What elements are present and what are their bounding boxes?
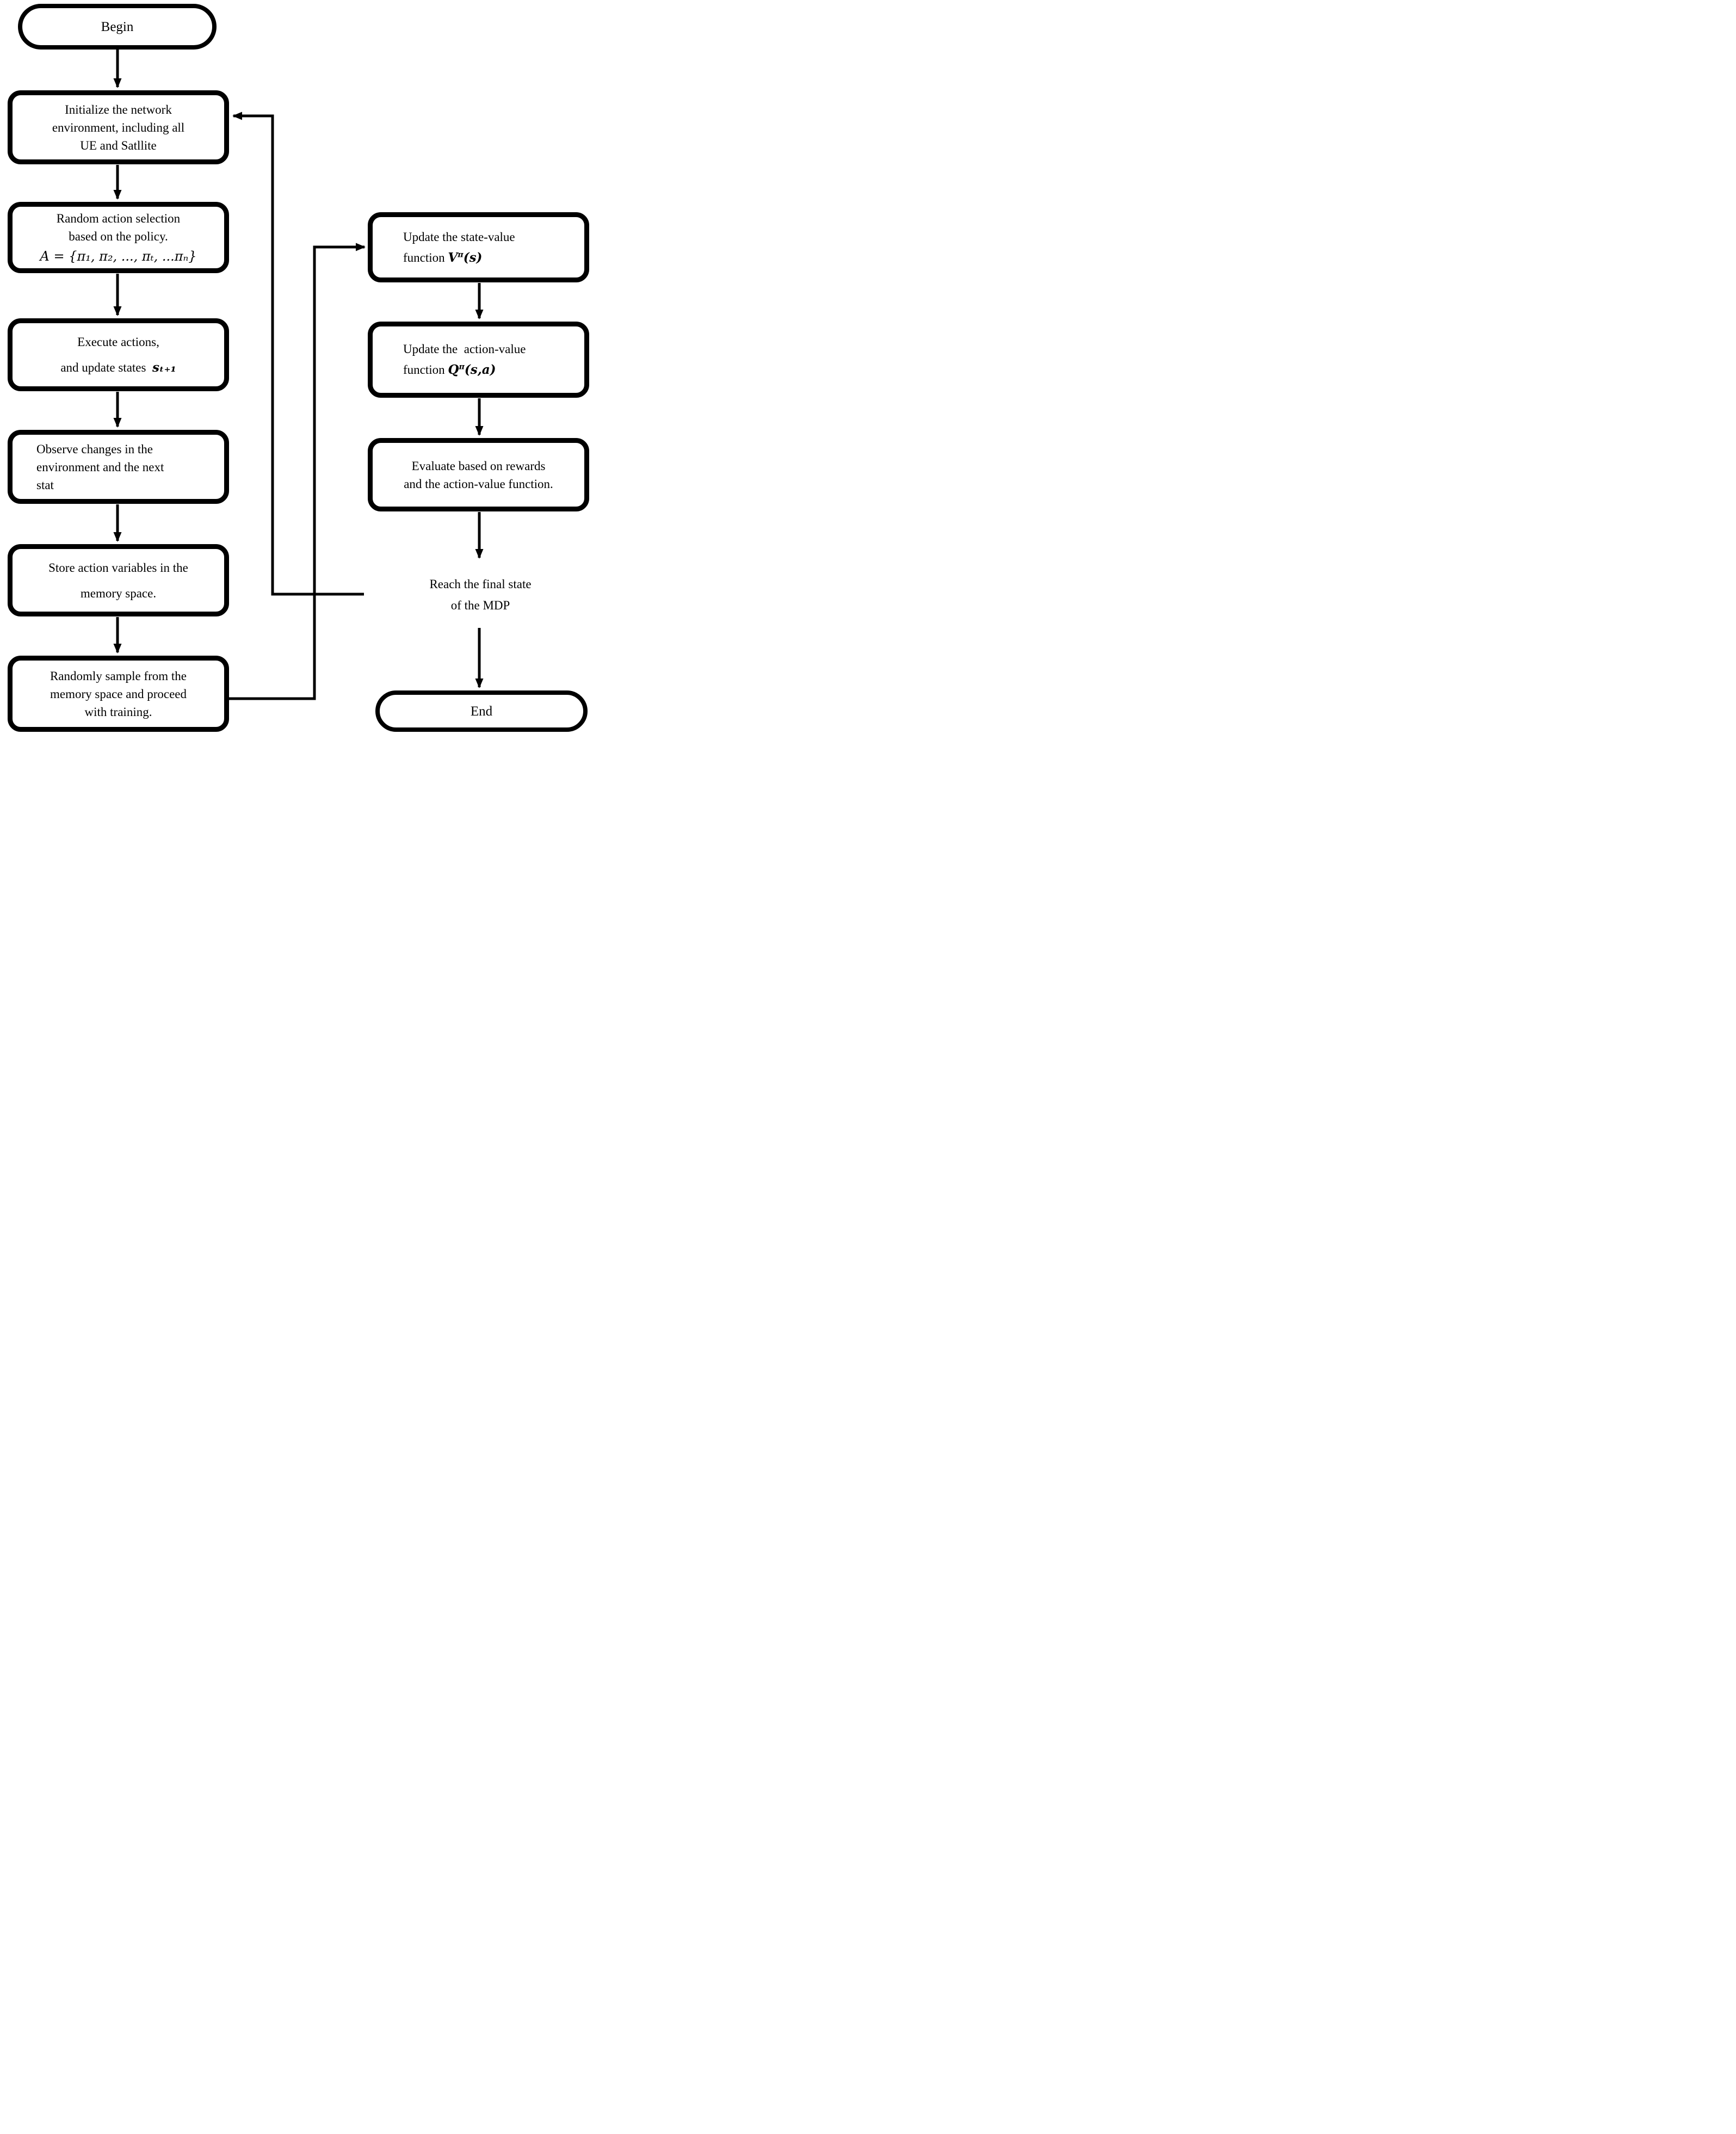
initialize-node: Initialize the network environment, incl…	[8, 90, 229, 164]
q-function-sup: π	[459, 362, 465, 372]
end-label: End	[470, 704, 493, 719]
update-action-value-node: Update the action-value function Qπ(s,a)	[368, 322, 589, 398]
store-line: Store action variables in the	[48, 560, 188, 575]
execute-node: Execute actions, and update states sₜ₊₁	[8, 318, 229, 391]
connector-layer	[113, 50, 597, 700]
v-function-args: (s)	[463, 250, 483, 265]
observe-line: Observe changes in the	[36, 442, 153, 456]
sample-line: Randomly sample from the	[50, 669, 187, 683]
random-action-node: Random action selection based on the pol…	[8, 202, 229, 273]
begin-label: Begin	[101, 19, 134, 34]
initialize-line: environment, including all	[52, 120, 185, 134]
update-v-line: function Vπ(s)	[403, 248, 482, 268]
v-function-base: V	[448, 250, 458, 265]
connector-sample-to-updatev	[229, 243, 366, 700]
random-action-line: based on the policy.	[69, 230, 168, 243]
end-node: End	[375, 690, 588, 732]
evaluate-line: Evaluate based on rewards	[411, 459, 546, 473]
evaluate-node: Evaluate based on rewards and the action…	[368, 438, 589, 511]
decision-line: of the MDP	[450, 599, 510, 612]
update-q-line: function Qπ(s,a)	[403, 360, 496, 380]
initialize-line: UE and Satllite	[80, 138, 157, 152]
execute-line-text: and update states	[60, 361, 152, 374]
sample-line: with training.	[84, 705, 152, 719]
v-function-sup: π	[458, 250, 464, 259]
policy-formula: A = {π₁, π₂, ..., πₜ, ...πₙ}	[40, 249, 197, 264]
decision-diamond	[364, 561, 597, 627]
observe-line: environment and the next	[36, 460, 164, 474]
q-function-args: (s,a)	[464, 362, 496, 377]
update-v-line: Update the state-value	[403, 230, 515, 244]
decision-line: Reach the final state	[429, 577, 532, 591]
decision-node: Reach the final state of the MDP	[388, 570, 573, 620]
evaluate-line: and the action-value function.	[404, 477, 553, 491]
store-line: memory space.	[80, 586, 157, 600]
store-node: Store action variables in the memory spa…	[8, 544, 229, 616]
update-state-value-node: Update the state-value function Vπ(s)	[368, 212, 589, 282]
flowchart-canvas: Begin Initialize the network environment…	[0, 0, 598, 736]
execute-line: and update states sₜ₊₁	[60, 359, 176, 377]
sample-line: memory space and proceed	[50, 687, 187, 701]
update-q-line-text: function	[403, 363, 448, 377]
observe-node: Observe changes in the environment and t…	[8, 430, 229, 504]
update-q-line: Update the action-value	[403, 342, 526, 356]
update-v-line-text: function	[403, 250, 448, 264]
observe-line: stat	[36, 478, 54, 492]
execute-line: Execute actions,	[77, 335, 159, 349]
state-formula: sₜ₊₁	[152, 360, 176, 375]
sample-node: Randomly sample from the memory space an…	[8, 656, 229, 732]
begin-node: Begin	[18, 4, 217, 50]
random-action-line: Random action selection	[56, 212, 181, 225]
initialize-line: Initialize the network	[65, 102, 172, 116]
connector-decision-feedback-to-initialize	[232, 112, 364, 596]
q-function-base: Q	[448, 362, 459, 377]
